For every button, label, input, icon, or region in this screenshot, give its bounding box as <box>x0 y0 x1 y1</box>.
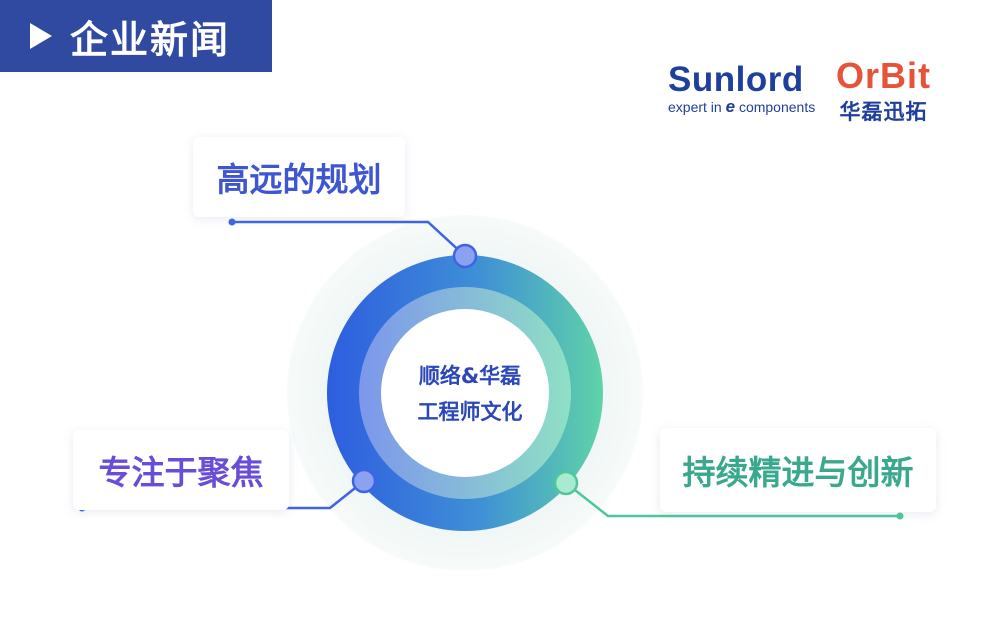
orbit-logo-cn: 华磊迅拓 <box>839 100 928 124</box>
sunlord-logo: Sunlord expert in e components <box>668 62 815 117</box>
node-left <box>351 468 377 494</box>
section-banner: 企业新闻 <box>0 0 272 72</box>
label-long-term-planning: 高远的规划 <box>193 137 405 217</box>
sunlord-logo-name: Sunlord <box>668 60 804 99</box>
tagline-part1: expert in <box>668 99 726 115</box>
center-core <box>381 309 549 477</box>
sunlord-logo-tagline: expert in e components <box>668 97 815 117</box>
connector-right <box>565 482 900 518</box>
connector-right-end-dot <box>896 512 904 520</box>
center-title-line1: 顺络&华磊 <box>418 364 522 388</box>
orbit-logo: OrBit 华磊迅拓 <box>836 58 931 126</box>
tagline-e: e <box>725 97 736 116</box>
banner-title: 企业新闻 <box>70 17 231 62</box>
tagline-part2: components <box>735 99 816 115</box>
connector-top-end-dot <box>228 218 236 226</box>
center-title: 顺络&华磊 工程师文化 <box>395 358 545 430</box>
play-arrow-icon <box>30 23 52 49</box>
orbit-logo-name: OrBit <box>836 55 931 96</box>
node-top <box>452 243 478 269</box>
center-title-line2: 工程师文化 <box>417 400 523 424</box>
connector-top <box>232 220 466 257</box>
label-focus: 专注于聚焦 <box>73 430 289 510</box>
label-continuous-innovation: 持续精进与创新 <box>660 428 936 512</box>
node-right <box>553 470 579 496</box>
